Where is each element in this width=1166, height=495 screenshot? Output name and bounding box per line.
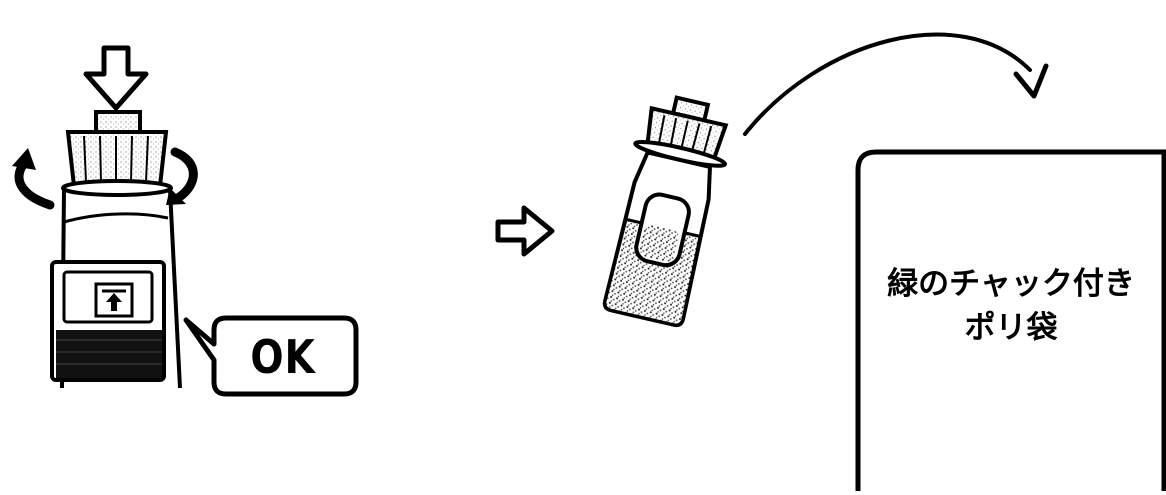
bottle-body bbox=[50, 189, 182, 389]
down-arrow-icon bbox=[83, 45, 149, 111]
next-step-arrow-icon bbox=[495, 205, 555, 257]
rotate-left-arrow-icon bbox=[12, 148, 55, 210]
zip-bag bbox=[855, 149, 1166, 491]
ok-speech-bubble bbox=[183, 315, 359, 397]
into-bag-arrow-icon bbox=[743, 32, 1049, 136]
bottle-cap bbox=[61, 110, 173, 197]
bag-label: 緑のチャック付き ポリ袋 bbox=[858, 262, 1164, 350]
bag-label-line2: ポリ袋 bbox=[964, 310, 1058, 346]
ok-label: OK bbox=[250, 330, 316, 384]
closed-bottle bbox=[602, 95, 729, 328]
bag-label-line1: 緑のチャック付き bbox=[887, 266, 1135, 302]
